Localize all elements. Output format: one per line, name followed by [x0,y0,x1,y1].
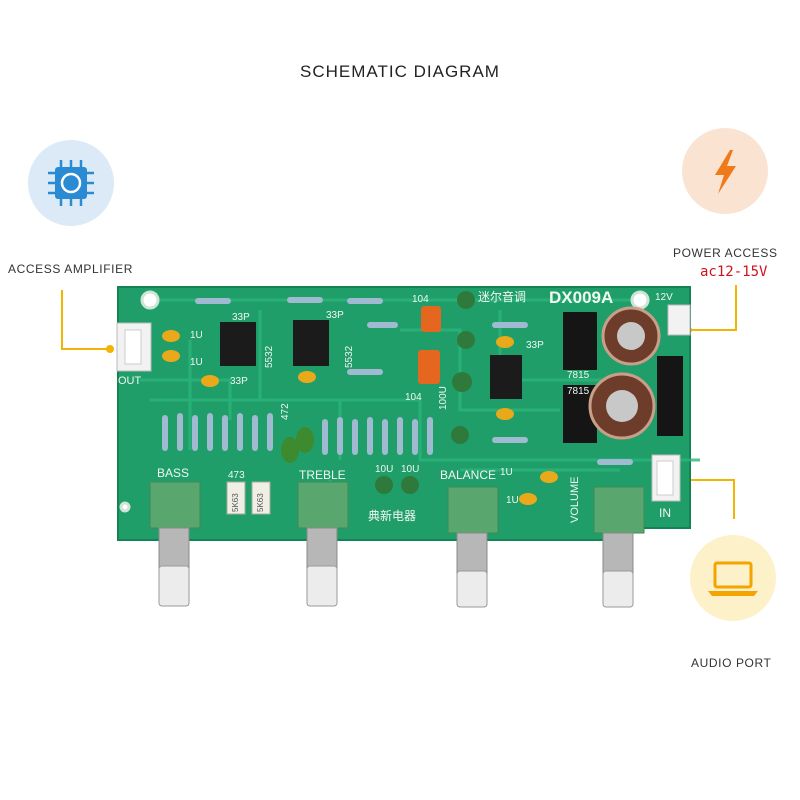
amplifier-icon-circle [28,140,114,226]
audio-leader-vertical [733,479,735,519]
laptop-icon [708,561,758,596]
ceramic-caps [162,330,558,505]
volume-pot [593,486,645,608]
film-caps [418,306,441,384]
resistor-horizontal [195,297,633,465]
cap-33p-d: 33P [526,340,544,351]
amplifier-leader-horizontal [61,348,111,350]
audio-leader-horizontal [683,479,735,481]
power-leader-horizontal [690,329,737,331]
pot-label-b: 5K63 [256,493,265,512]
in-connector [651,454,681,502]
audio-label: AUDIO PORT [691,656,772,670]
cap-33p-a: 33P [232,312,250,323]
lightning-icon [715,150,736,194]
cap-472-label: 472 [280,403,291,420]
cap-10u-a: 10U [375,464,393,475]
12v-label: 12V [655,292,673,303]
out-connector [116,322,152,372]
in-label: IN [659,506,671,520]
ic2-label: 5532 [344,345,355,368]
cap-104-b: 104 [405,392,422,403]
page-title: SCHEMATIC DIAGRAM [300,62,500,81]
resistor-rows [162,413,433,455]
cap-10u-b: 10U [401,464,419,475]
cap-1u-a: 1U [190,330,203,341]
cap-104-a: 104 [412,294,429,305]
power-leader-vertical [735,285,737,331]
bass-pot [149,481,201,607]
mounting-holes [119,290,650,513]
volume-label: VOLUME [569,477,581,523]
potentiometers [149,481,645,608]
maker-label: 典新电器 [368,508,416,523]
trimmer-pots [226,481,271,515]
balance-label: BALANCE [440,468,496,482]
power-icon-circle [682,128,768,214]
out-label: OUT [118,375,142,387]
cap-33p-b: 33P [326,310,344,321]
audio-icon-circle [690,535,776,621]
ic1-label: 5532 [264,345,275,368]
ic-chips [220,312,683,443]
cap-1u-d: 1U [506,495,519,506]
model-label: DX009A [549,288,613,307]
green-caps [281,427,314,463]
treble-pot [297,481,349,607]
power-spec-label: ac12-15V [700,264,768,280]
cap-100u-label: 100U [438,386,449,410]
power-connector [667,304,691,336]
balance-pot [447,486,499,608]
amplifier-label: ACCESS AMPLIFIER [8,262,133,276]
cap-1u-c: 1U [500,467,513,478]
chinese-title-label: 迷尔音调 [478,289,526,304]
pot-label-a: 5K63 [231,493,240,512]
chip-icon [48,160,94,206]
bass-label: BASS [157,466,189,480]
reg2-label: 7815 [567,386,590,397]
reg1-label: 7815 [567,370,590,381]
amplifier-leader-vertical [61,290,63,350]
cap-1u-b: 1U [190,357,203,368]
treble-label: TREBLE [299,468,346,482]
amplifier-leader-dot [106,345,114,353]
power-label: POWER ACCESS [673,246,778,260]
cap-33p-c: 33P [230,376,248,387]
cap-473-label: 473 [228,470,245,481]
electrolytic-caps [375,291,661,494]
